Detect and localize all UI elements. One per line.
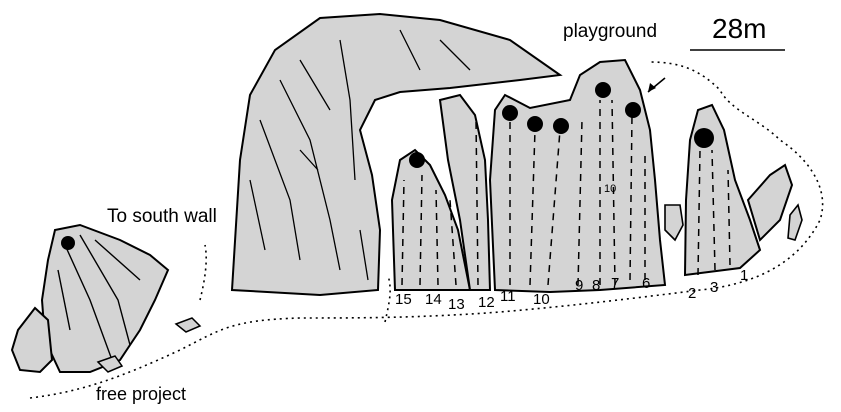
route-number-11: 11 (500, 288, 516, 305)
route-number-9: 9 (575, 277, 583, 294)
right-flake (748, 165, 792, 240)
route-number-6: 6 (642, 275, 650, 292)
main-tower (490, 60, 665, 292)
block (665, 205, 683, 240)
right-spire (685, 105, 760, 275)
route-number-1: 1 (740, 267, 748, 284)
route-number-2: 2 (688, 285, 696, 302)
small-rock-2 (176, 318, 200, 332)
route-number-7: 7 (611, 275, 619, 292)
approach-trail-3 (385, 275, 390, 322)
label-marker: 10 (604, 183, 616, 195)
route-number-8: 8 (592, 277, 600, 294)
approach-trail-2 (200, 245, 206, 300)
left-boulder-small (12, 308, 52, 372)
left-boulder (42, 225, 168, 372)
route-number-3: 3 (710, 279, 718, 296)
route-number-15: 15 (395, 291, 412, 308)
route-number-10: 10 (533, 291, 550, 308)
right-small-flake (788, 205, 802, 240)
route-number-12: 12 (478, 294, 495, 311)
route-number-13: 13 (448, 296, 465, 313)
label-free-project: free project (96, 384, 186, 404)
label-to-south-wall: To south wall (107, 206, 217, 227)
belay-anchor (61, 236, 75, 250)
label-playground: playground (563, 21, 657, 42)
route-number-14: 14 (425, 291, 442, 308)
arrow-head (648, 83, 656, 92)
label-scale: 28m (712, 13, 766, 44)
